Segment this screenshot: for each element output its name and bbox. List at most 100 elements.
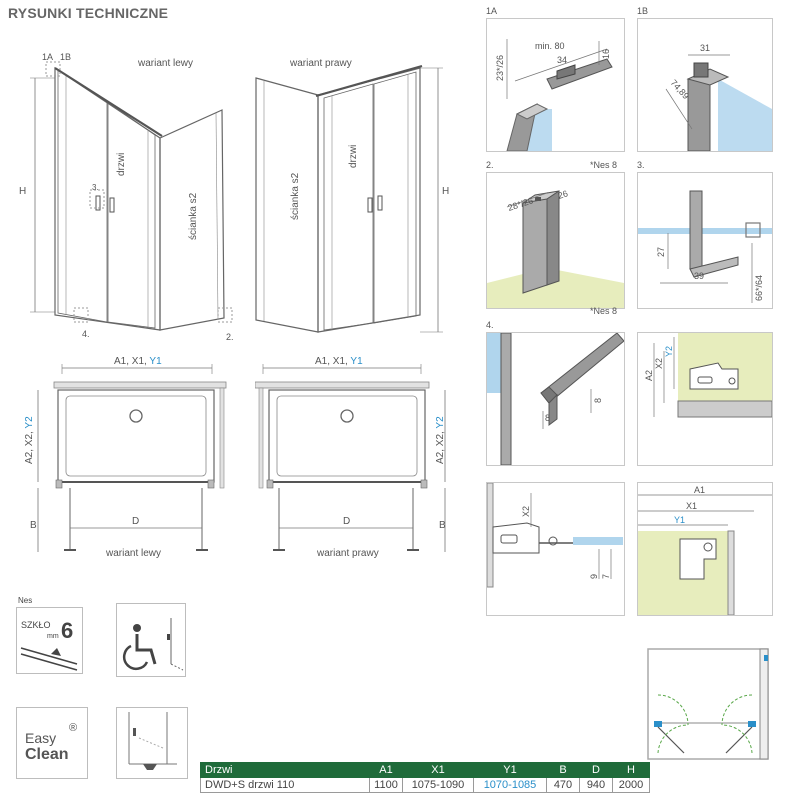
plan-left-b-label: B [30,520,37,531]
plan-left-top-dim-blue: Y1 [149,356,162,367]
easy-text: Easy [25,730,57,746]
dim-6-2: 7 [601,574,611,579]
header-a1: A1 [369,762,403,778]
detail-1b-panel: 31 74,89 [637,18,773,152]
clean-text: Clean [25,746,69,763]
dim-1b-0: 31 [700,43,710,53]
dim-5-2: Y2 [664,346,674,357]
plan-left-side-dim: A2, X2, [24,429,35,464]
cell-h: 2000 [612,777,650,793]
svg-text:A2, X2, Y2: A2, X2, Y2 [24,416,35,464]
dim-7-1: X1 [686,501,697,511]
dim-1a-3: 16 [601,49,611,59]
plan-right-top-dim: A1, X1, [315,356,350,367]
header-x1: X1 [402,762,474,778]
plan-left-d-label: D [132,516,139,527]
svg-text:A1, X1, Y1: A1, X1, Y1 [114,356,162,367]
cell-x1: 1075-1090 [402,777,474,793]
page-title: RYSUNKI TECHNICZNE [8,5,169,21]
detail-4-label: 4. [486,320,494,330]
callout-1a: 1A [42,52,53,62]
detail-2-panel: 28*/26 26 [486,172,625,309]
plan-left-top-dim: A1, X1, [114,356,149,367]
easy-clean-badge: Easy ® Clean [16,707,88,779]
detail-3-panel: 27 39 66*/64 [637,172,773,309]
plan-right-top-dim-blue: Y1 [350,356,363,367]
height-label: H [19,186,26,197]
header-b: B [546,762,580,778]
header-drzwi: Drzwi [200,762,370,778]
wall-label: ścianka s2 [188,192,199,240]
shower-entry-icon [128,712,177,770]
table-row: DWD+S drzwi 110 1100 1075-1090 1070-1085… [200,777,650,793]
cell-b: 470 [546,777,580,793]
dim-6-0: X2 [521,506,531,517]
plan-right-side-dim: A2, X2, [435,429,446,464]
plan-right-variant: wariant prawy [316,548,379,559]
cell-y1: 1070-1085 [473,777,547,793]
detail-5-panel: A2 X2 Y2 [637,332,773,466]
cell-a1: 1100 [369,777,403,793]
accessibility-badge [116,603,186,677]
wheelchair-icon [122,618,184,671]
detail-2-note: *Nes 8 [590,160,618,170]
spec-table-header: Drzwi A1 X1 Y1 B D H [200,762,650,778]
cell-d: 940 [579,777,613,793]
detail-7-panel: A1 X1 Y1 [637,482,773,616]
plan-right-b-label: B [439,520,446,531]
spec-table: Drzwi A1 X1 Y1 B D H DWD+S drzwi 110 110… [200,762,650,793]
height-label: H [442,186,449,197]
detail-3-label: 3. [637,160,645,170]
dim-4-0: 8 [545,413,550,423]
door-label: drzwi [348,145,359,168]
plan-left-variant: wariant lewy [105,548,161,559]
dim-5-0: A2 [644,370,654,381]
detail-1b-label: 1B [637,6,649,16]
variant-right-label: wariant prawy [289,58,352,69]
dim-7-0: A1 [694,485,705,495]
registered-mark: ® [69,722,78,734]
right-plan-view: A1, X1, Y1 A2, X2, Y2 B D wariant prawy [255,356,446,559]
detail-1a-label: 1A [486,6,498,16]
detail-1a-panel: 23*/26 min. 80 34 16 [486,18,625,152]
barrier-free-badge [116,707,188,779]
door-swing-diagram [647,648,769,760]
left-elevation-view: H 1A 1B wariant lewy drzwi ścianka s2 3.… [19,52,234,342]
svg-text:A1, X1, Y1: A1, X1, Y1 [315,356,363,367]
dim-6-1: 9 [589,574,599,579]
svg-text:A2, X2, Y2: A2, X2, Y2 [435,416,446,464]
glass-unit: mm [47,633,59,640]
nes-label: Nes [18,596,33,605]
door-label: drzwi [116,153,127,176]
right-elevation-view: H wariant prawy ścianka s2 drzwi [255,58,449,333]
dim-5-1: X2 [654,358,664,369]
glass-word: SZKŁO [21,620,51,630]
dim-3-2: 66*/64 [754,275,764,301]
glass-value: 6 [61,618,73,643]
dim-1a-1: min. 80 [535,41,565,51]
left-plan-view: A1, X1, Y1 A2, X2, Y2 B D wariant lewy [24,356,227,559]
detail-3-marker: 3. [92,183,99,192]
dim-1a-0: 23*/26 [495,55,505,81]
dim-4-1: 8 [593,398,603,403]
glass-thickness-badge: SZKŁO mm 6 [16,607,83,674]
plan-right-d-label: D [343,516,350,527]
dim-1a-2: 34 [557,55,567,65]
detail-2-marker: 2. [226,332,234,342]
dim-3-0: 27 [656,247,666,257]
detail-6-panel: X2 9 7 [486,482,625,616]
header-y1: Y1 [473,762,547,778]
detail-2-label: 2. [486,160,494,170]
variant-left-label: wariant lewy [137,58,193,69]
header-h: H [612,762,650,778]
header-d: D [579,762,613,778]
dim-2-1: 26 [557,188,570,201]
dim-7-2: Y1 [674,515,685,525]
cell-model: DWD+S drzwi 110 [200,777,370,793]
detail-4-marker: 4. [82,329,90,339]
wall-label: ścianka s2 [290,172,301,220]
detail-4-panel: 8 8 [486,332,625,466]
plan-left-side-dim-blue: Y2 [24,416,35,429]
callout-1b: 1B [60,52,71,62]
dim-3-1: 39 [694,271,704,281]
